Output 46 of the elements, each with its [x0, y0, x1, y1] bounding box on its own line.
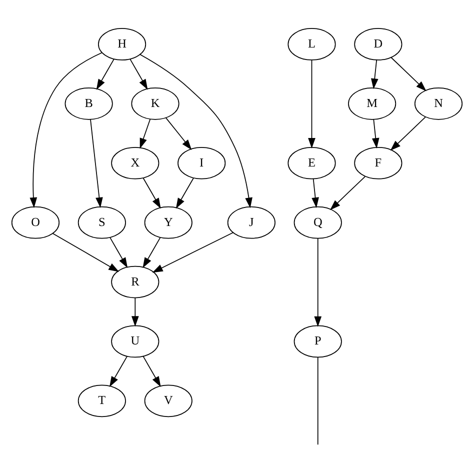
arrow: [152, 232, 234, 273]
arrow: [166, 118, 192, 150]
arrow: [390, 57, 426, 92]
arrow: [308, 60, 316, 149]
node-ellipse: I: [178, 146, 226, 180]
arrow: [110, 236, 128, 268]
node-ellipse: P: [294, 325, 342, 358]
node-ellipse: V: [144, 384, 192, 418]
node-ellipse: F: [354, 146, 402, 180]
arrow: [140, 54, 252, 208]
node-ellipse: T: [78, 384, 126, 418]
arrow: [142, 236, 161, 268]
node-ellipse: N: [414, 88, 463, 120]
arrow: [176, 178, 194, 209]
node-ellipse: K: [131, 88, 180, 120]
arrow: [372, 118, 380, 149]
arrow: [142, 178, 161, 209]
node-ellipse: Y: [144, 206, 192, 239]
arrow: [30, 52, 102, 208]
arrow: [370, 60, 378, 90]
node-ellipse: D: [354, 28, 402, 60]
connector: [317, 356, 318, 446]
node-ellipse: U: [111, 325, 160, 358]
arrow: [312, 178, 319, 208]
node-ellipse: Q: [294, 206, 342, 239]
node-ellipse: B: [64, 88, 113, 120]
node-ellipse: O: [11, 206, 60, 239]
arrow: [96, 58, 114, 90]
arrow: [109, 356, 128, 387]
arrow: [52, 233, 120, 272]
arrow: [130, 58, 148, 90]
arrow: [90, 118, 103, 208]
node-ellipse: E: [288, 146, 336, 180]
node-ellipse: X: [111, 146, 160, 180]
node-ellipse: L: [288, 28, 336, 60]
arrow: [314, 238, 322, 327]
arrow: [142, 356, 161, 387]
arrow: [131, 298, 139, 327]
node-ellipse: S: [78, 206, 126, 239]
node-ellipse: J: [227, 206, 276, 239]
arrow: [140, 118, 151, 149]
arrow: [390, 116, 426, 151]
arrow: [330, 176, 366, 210]
node-ellipse: M: [348, 88, 396, 120]
node-ellipse: R: [111, 266, 160, 298]
node-ellipse: H: [98, 28, 146, 60]
